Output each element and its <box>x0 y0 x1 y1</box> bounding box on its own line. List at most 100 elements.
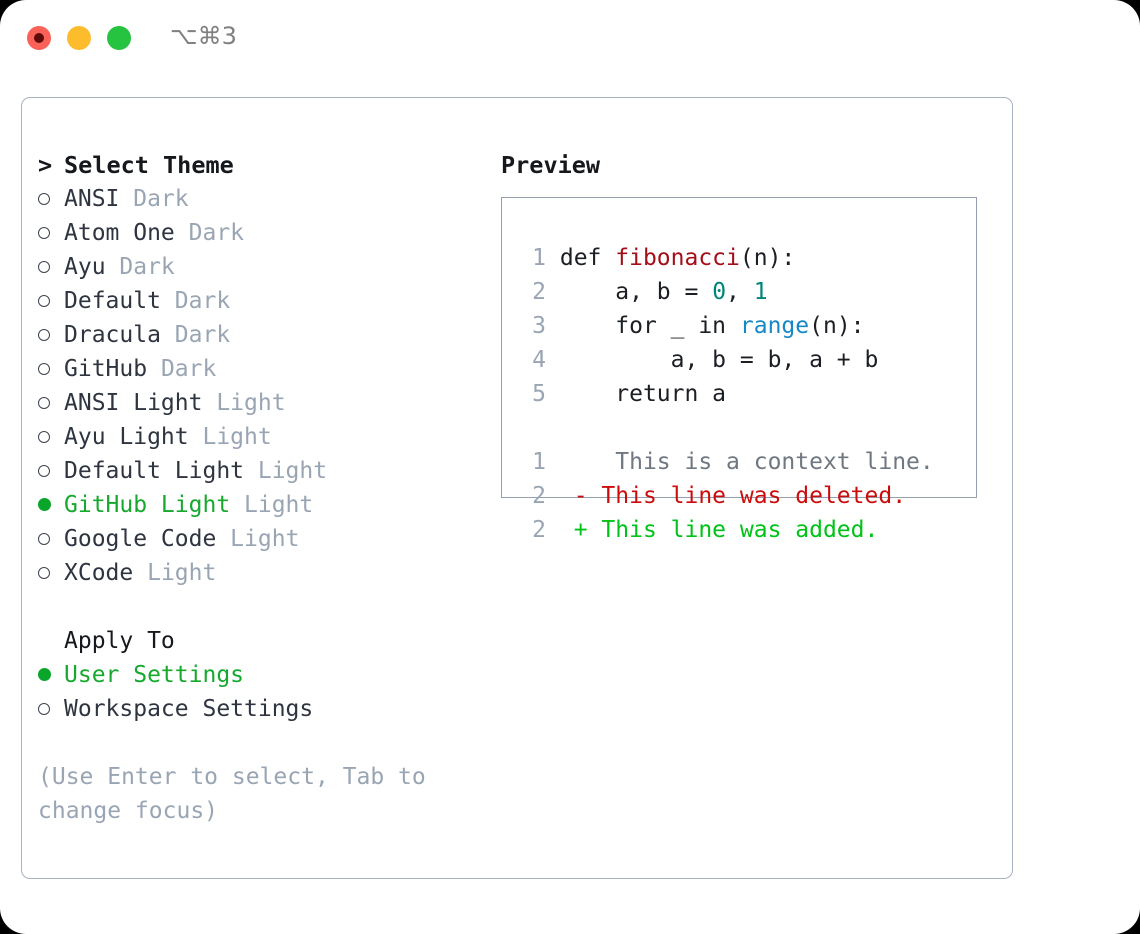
code-line: 1 def fibonacci(n): <box>522 241 976 275</box>
theme-option-ayu[interactable]: Ayu Dark <box>38 250 488 284</box>
theme-option-atom-one[interactable]: Atom One Dark <box>38 216 488 250</box>
minimize-button[interactable] <box>67 26 91 50</box>
radio-glyph <box>38 465 50 477</box>
theme-option-label: GitHub <box>64 356 148 382</box>
radio-glyph <box>38 668 51 681</box>
preview-column: Preview 1 def fibonacci(n):2 a, b = 0, 1… <box>501 148 1001 543</box>
code-line: 3 for _ in range(n): <box>522 309 976 343</box>
diff-sign <box>574 449 588 475</box>
radio-unselected-icon <box>38 216 64 250</box>
theme-option-label: Dracula <box>64 322 161 348</box>
radio-glyph <box>38 567 50 579</box>
line-number: 4 <box>532 347 546 373</box>
close-button[interactable] <box>27 26 51 50</box>
prompt-caret-icon: > <box>38 151 53 179</box>
radio-unselected-icon <box>38 556 64 590</box>
code-token-plain: def <box>559 245 616 271</box>
maximize-button[interactable] <box>107 26 131 50</box>
diff-line-added: 2 + This line was added. <box>522 513 976 547</box>
radio-glyph <box>38 431 50 443</box>
code-token-plain: return a <box>559 381 727 407</box>
diff-line-deleted: 2 - This line was deleted. <box>522 479 976 513</box>
theme-picker-title: Select Theme <box>64 151 234 179</box>
radio-glyph <box>38 498 51 511</box>
radio-unselected-icon <box>38 692 64 726</box>
theme-option-default-light[interactable]: Default Light Light <box>38 454 488 488</box>
recording-indicator-icon <box>34 33 44 43</box>
radio-unselected-icon <box>38 420 64 454</box>
apply-to-option-label: User Settings <box>64 662 245 688</box>
theme-option-kind: Light <box>244 458 328 484</box>
preview-title: Preview <box>501 151 601 179</box>
apply-to-option-workspace-settings[interactable]: Workspace Settings <box>38 692 488 726</box>
radio-glyph <box>38 397 50 409</box>
theme-option-dracula[interactable]: Dracula Dark <box>38 318 488 352</box>
radio-unselected-icon <box>38 182 64 216</box>
theme-option-label: GitHub Light <box>64 492 231 518</box>
radio-unselected-icon <box>38 352 64 386</box>
radio-glyph <box>38 193 50 205</box>
theme-option-github-light[interactable]: GitHub Light Light <box>38 488 488 522</box>
theme-option-label: Default Light <box>64 458 245 484</box>
diff-sign: - <box>573 483 588 509</box>
code-token-plain: (n): <box>809 313 865 339</box>
code-spacer <box>522 411 976 445</box>
code-line: 2 a, b = 0, 1 <box>522 275 976 309</box>
radio-selected-icon <box>38 658 64 692</box>
theme-option-github[interactable]: GitHub Dark <box>38 352 488 386</box>
line-number: 2 <box>532 483 546 509</box>
radio-glyph <box>38 533 50 545</box>
apply-to-option-label: Workspace Settings <box>64 696 314 722</box>
theme-option-label: Google Code <box>64 526 217 552</box>
line-number: 1 <box>532 245 546 271</box>
apply-to-option-user-settings[interactable]: User Settings <box>38 658 488 692</box>
radio-glyph <box>38 329 50 341</box>
diff-text: This line was deleted. <box>587 483 907 509</box>
apply-to-title: Apply To <box>64 628 175 654</box>
diff-sign: + <box>573 517 588 543</box>
theme-option-xcode[interactable]: XCode Light <box>38 556 488 590</box>
code-token-plain: (n): <box>739 245 796 271</box>
radio-glyph <box>38 703 50 715</box>
theme-picker-header: > Select Theme <box>38 148 488 182</box>
theme-option-ansi-light[interactable]: ANSI Light Light <box>38 386 488 420</box>
radio-unselected-icon <box>38 250 64 284</box>
code-token-num: 0 <box>712 279 727 305</box>
diff-text: This line was added. <box>587 517 879 543</box>
line-number: 3 <box>532 313 546 339</box>
radio-unselected-icon <box>38 522 64 556</box>
keyboard-hint-text: (Use Enter to select, Tab to change focu… <box>38 764 426 824</box>
theme-option-ansi[interactable]: ANSI Dark <box>38 182 488 216</box>
line-number: 2 <box>532 279 546 305</box>
code-token-plain: a, b = b, a + b <box>559 347 879 373</box>
radio-glyph <box>38 295 50 307</box>
radio-glyph <box>38 261 50 273</box>
theme-option-kind: Dark <box>160 288 231 314</box>
theme-option-google-code[interactable]: Google Code Light <box>38 522 488 556</box>
code-token-plain: a, b = <box>559 279 713 305</box>
diff-text: This is a context line. <box>587 449 934 475</box>
keyboard-shortcut-label: ⌥⌘3 <box>170 22 237 50</box>
window-titlebar: ⌥⌘3 <box>0 0 1140 76</box>
theme-option-ayu-light[interactable]: Ayu Light Light <box>38 420 488 454</box>
radio-unselected-icon <box>38 284 64 318</box>
theme-option-kind: Light <box>188 424 272 450</box>
code-token-num: 1 <box>753 279 768 305</box>
code-line: 5 return a <box>522 377 976 411</box>
theme-option-kind: Light <box>133 560 217 586</box>
theme-option-kind: Light <box>230 492 314 518</box>
radio-selected-icon <box>38 488 64 522</box>
diff-sample: 1 This is a context line.2 - This line w… <box>522 445 976 547</box>
radio-unselected-icon <box>38 386 64 420</box>
theme-option-default[interactable]: Default Dark <box>38 284 488 318</box>
line-number: 5 <box>532 381 546 407</box>
theme-option-kind: Dark <box>160 322 231 348</box>
code-token-plain: , <box>726 279 754 305</box>
theme-option-label: ANSI <box>64 186 120 212</box>
theme-option-kind: Light <box>202 390 286 416</box>
code-token-builtin: range <box>739 313 810 339</box>
